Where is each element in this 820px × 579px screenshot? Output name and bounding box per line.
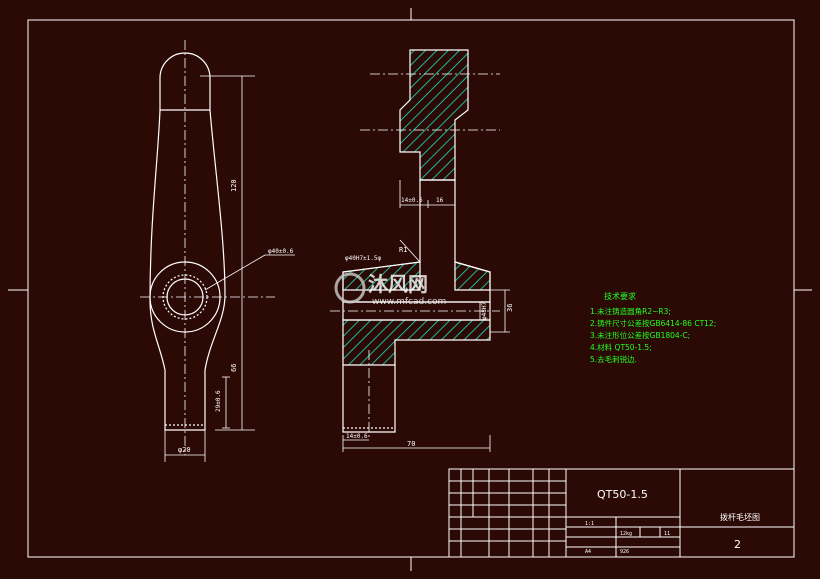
section-dimension-lines — [342, 180, 510, 452]
front-dimension-lines — [164, 75, 295, 462]
tb-mass: 12kg — [620, 531, 632, 537]
dim-bore-inner: φ48H7 — [481, 302, 488, 320]
tb-sheet-no: 2 — [734, 538, 741, 551]
dim-66: 66 — [230, 364, 238, 372]
watermark-url: www.mfcad.com — [372, 297, 446, 307]
section-centerlines — [330, 73, 500, 440]
front-centerlines — [140, 40, 275, 455]
front-view — [149, 52, 226, 431]
tb-sheet-count: 11 — [664, 531, 670, 537]
note-4: 4.材料 QT50-1.5; — [590, 342, 652, 352]
note-1: 1.未注铸造圆角R2~R3; — [590, 306, 671, 316]
notes-title: 技术要求 — [604, 291, 636, 301]
dim-radius: φ40±0.6 — [268, 248, 294, 255]
title-block — [448, 468, 795, 558]
technical-notes: 技术要求 1.未注铸造圆角R2~R3; 2.铸件尺寸公差按GB6414-86 C… — [590, 291, 716, 364]
dim-boss-14: 14±0.6 — [346, 433, 368, 440]
watermark-logo-icon — [334, 272, 366, 304]
dim-120: 120 — [230, 179, 238, 192]
note-2: 2.铸件尺寸公差按GB6414-86 CT12; — [590, 318, 716, 328]
note-5: 5.去毛刺锐边. — [590, 354, 637, 364]
dim-36: 36 — [506, 304, 514, 312]
watermark: 沐风网 www.mfcad.com — [334, 272, 446, 307]
centering-marks — [8, 8, 812, 571]
watermark-brand: 沐风网 — [368, 272, 428, 296]
section-view — [342, 49, 491, 433]
tb-material: QT50-1.5 — [597, 488, 648, 501]
tb-scale: 1:1 — [585, 521, 594, 527]
dim-width-20: φ20 — [178, 446, 191, 454]
dim-rib-16: 16 — [436, 197, 444, 204]
tb-drawing-name: 拨杆毛坯图 — [720, 512, 760, 522]
dim-70: 70 — [407, 440, 415, 448]
dim-rib-14: 14±0.6 — [401, 197, 423, 204]
dim-slot-width: 29±0.6 — [215, 390, 222, 412]
tb-sheet-label: A4 — [585, 549, 591, 555]
tb-rev: 926 — [620, 549, 629, 555]
dim-bore-thread: φ40H7±1.5φ — [345, 255, 382, 262]
note-3: 3.未注形位公差按GB1804-C; — [590, 330, 690, 340]
dim-draft: R1 — [399, 246, 407, 254]
